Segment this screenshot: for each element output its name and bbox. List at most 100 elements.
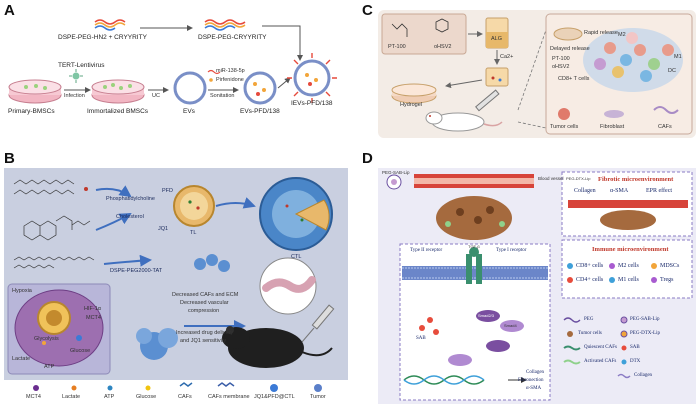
label-immune: Immune microenvironment — [592, 246, 669, 253]
label-cafs-c: CAFs — [658, 124, 672, 130]
label-uc: UC — [152, 93, 160, 99]
label-rapid: Rapid release — [584, 30, 618, 36]
label-peg-sab: PEG-SAB-Lip — [382, 170, 410, 175]
label-cd8-cells: CD8+ cells — [576, 263, 604, 269]
label-alg: ALG — [491, 36, 503, 42]
label-ohsv2: oHSV2 — [434, 44, 452, 50]
dspe-tat-structure — [13, 256, 95, 269]
label-lactate-inset: Lactate — [12, 356, 31, 362]
label-ievs: IEVs-PFD/138 — [291, 100, 333, 107]
panel-d-drawing — [386, 171, 693, 401]
panel-letter-b: B — [4, 150, 15, 167]
legend-strip — [4, 380, 348, 404]
arrow-product-to-ievs — [262, 25, 303, 61]
label-asma-d: α-SMA — [610, 188, 629, 194]
label-tl: TL — [190, 230, 197, 236]
label-m2: M2 — [618, 32, 626, 38]
label-effect-5: and JQ1 sensitivity — [180, 338, 227, 344]
iev-vesicle-icon — [287, 53, 337, 103]
legend-sab: SAB — [630, 345, 640, 350]
label-mdscs: MDSCs — [660, 263, 680, 269]
arrow-to-hydrogel — [445, 79, 483, 89]
label-collagen-d: Collagen — [574, 188, 596, 194]
legend-dtx: DTX — [630, 359, 641, 364]
panel-b: Phosphatidylcholine PFD Cholesterol JQ1 … — [4, 168, 348, 404]
legend-peg: PEG — [584, 317, 594, 322]
legend-lactate: Lactate — [62, 394, 81, 400]
legend-collagen: Collagen — [634, 373, 653, 378]
hydrogel-dish-icon — [391, 83, 437, 104]
immune-cell-icons — [567, 263, 657, 283]
legend-cafs: CAFs — [178, 394, 192, 400]
panel-c: PT-100 oHSV2 ALG Ca2+ Hydrogel Rapid rel… — [378, 10, 696, 138]
cell-membrane-icon — [402, 266, 548, 280]
panel-a: A — [0, 0, 350, 140]
petri-dish-primary-icon — [8, 79, 62, 104]
panel-letter-d: D — [362, 150, 373, 167]
label-pfd-b: PFD — [162, 188, 173, 194]
syringe-icon — [301, 304, 335, 343]
label-effect-3: compression — [188, 308, 220, 314]
label-lentivirus: TERT-Lentivirus — [58, 62, 105, 69]
tumor-cell-inset — [7, 283, 111, 375]
legend-cafs-membrane: CAFs membrane — [208, 394, 250, 400]
ctl-small-cluster-icon — [194, 254, 230, 272]
label-fibronectin: Fibronection — [518, 378, 544, 383]
label-delayed: Delayed release — [550, 46, 590, 52]
tme-legend-icons — [558, 106, 679, 120]
label-epr: EPR effect — [646, 188, 673, 194]
alg-beaker-icon — [485, 17, 509, 49]
arrow-to-ievs — [277, 77, 291, 89]
pancreas-icon — [259, 257, 317, 315]
panel-d: PEG-SAB-Lip Blood vessel Fibrotic microe… — [378, 168, 696, 404]
petri-dish-immortalized-icon — [91, 79, 145, 104]
panel-c-drawing — [381, 13, 693, 135]
label-mirna: miR-138-5p — [216, 68, 245, 74]
legend-atp: ATP — [104, 394, 115, 400]
tumor-mass-icon — [436, 196, 512, 240]
label-effect-4: Increased drug delivery — [176, 330, 234, 336]
arrow-tat — [103, 254, 152, 267]
label-evs-pfd: EVs-PFD/138 — [240, 108, 280, 115]
label-peg-dtx: PEG-DTX-Lip — [566, 176, 591, 181]
label-fibroblast: Fibroblast — [600, 124, 625, 130]
pt100-structure — [391, 23, 408, 37]
legend-icons — [33, 382, 322, 392]
panel-letter-a: A — [4, 2, 15, 19]
label-mct4-inset: MCT4 — [86, 315, 101, 321]
label-pt100: PT-100 — [388, 44, 406, 50]
label-evs: EVs — [183, 108, 195, 115]
legend-glucose: Glucose — [136, 394, 157, 400]
label-cholesterol: Cholesterol — [116, 214, 144, 220]
panel-letter-c: C — [362, 2, 373, 19]
label-atp-inset: ATP — [44, 364, 55, 370]
label-sonitation: Sonitation — [210, 93, 235, 99]
legend-quiescent-cafs: Quiescent CAFs — [584, 345, 617, 350]
label-m1: M1 — [674, 54, 682, 60]
label-tregs: Tregs — [660, 277, 674, 283]
legend-mct4: MCT4 — [26, 394, 41, 400]
fibrotic-vessel-icon — [568, 200, 688, 230]
label-ca: Ca2+ — [500, 54, 514, 60]
label-hydrogel: Hydrogel — [400, 102, 423, 108]
label-type1: Type I receptor — [496, 248, 527, 253]
label-m2-cells: M2 cells — [618, 263, 639, 269]
blood-vessel-icon — [414, 174, 534, 188]
dna-icon — [403, 375, 485, 385]
ctl-cluster-center — [136, 328, 178, 360]
lipid-product-icon — [204, 19, 246, 31]
label-cd4-cells: CD4+ cells — [576, 277, 604, 283]
label-cd8: CD8+ T cells — [558, 76, 590, 82]
label-sab-d: SAB — [416, 336, 426, 341]
phosphatidylcholine-structure — [13, 179, 88, 195]
mirna-icon — [207, 69, 221, 82]
label-phosphatidylcholine: Phosphatidylcholine — [106, 196, 155, 202]
label-smad4: Smad4 — [504, 323, 517, 328]
immune-box — [561, 239, 693, 299]
label-jq1: JQ1 — [158, 226, 169, 232]
label-type2: Type II receptor — [410, 248, 443, 253]
zoom-line-bottom — [517, 121, 547, 129]
receptor-icon — [466, 247, 482, 284]
tl-liposome-icon — [173, 185, 215, 227]
label-hypoxia: Hypoxia — [12, 288, 32, 294]
